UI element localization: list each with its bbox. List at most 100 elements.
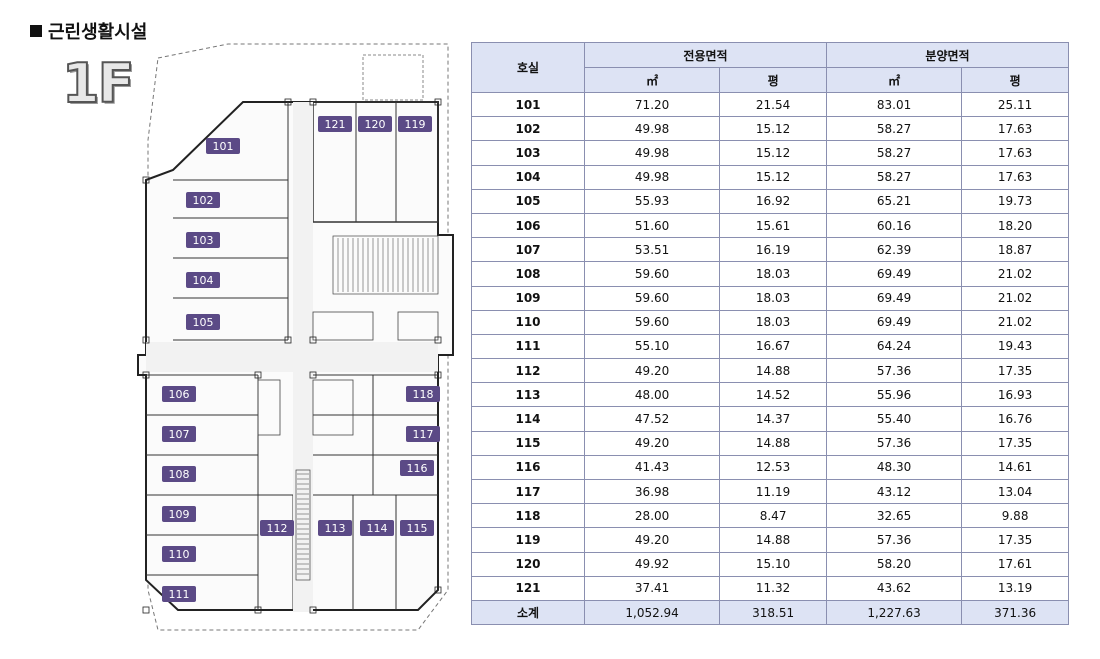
header-exclusive-pyeong: 평 [719, 67, 827, 93]
room-number: 106 [471, 212, 585, 239]
area-value: 14.88 [719, 358, 827, 384]
room-number: 104 [471, 164, 585, 190]
area-value: 14.37 [719, 406, 827, 432]
area-value: 18.03 [719, 309, 827, 335]
header-sale-pyeong: 평 [961, 67, 1069, 93]
area-value: 12.53 [719, 454, 827, 481]
area-value: 17.35 [961, 527, 1069, 553]
area-value: 57.36 [825, 430, 963, 456]
area-value: 49.92 [583, 551, 721, 577]
unit-tag-117: 117 [406, 426, 440, 442]
area-value: 17.61 [961, 551, 1069, 577]
room-number: 116 [471, 454, 585, 481]
area-value: 69.49 [825, 309, 963, 335]
area-value: 16.76 [961, 406, 1069, 432]
area-value: 49.20 [583, 358, 721, 384]
unit-tag-118: 118 [406, 386, 440, 402]
unit-tag-105: 105 [186, 314, 220, 330]
square-bullet-icon [30, 25, 42, 37]
area-value: 16.93 [961, 382, 1069, 408]
unit-tag-103: 103 [186, 232, 220, 248]
area-value: 59.60 [583, 309, 721, 335]
unit-tag-113: 113 [318, 520, 352, 536]
area-value: 16.67 [719, 333, 827, 360]
area-value: 49.20 [583, 527, 721, 553]
area-value: 28.00 [583, 503, 721, 529]
unit-tag-label: 102 [193, 194, 214, 207]
room-number: 102 [471, 116, 585, 142]
total-label: 소계 [471, 599, 585, 626]
area-value: 51.60 [583, 212, 721, 239]
unit-tag-label: 101 [213, 140, 234, 153]
area-value: 19.43 [961, 333, 1069, 360]
area-value: 21.02 [961, 261, 1069, 287]
area-value: 41.43 [583, 454, 721, 481]
room-number: 118 [471, 503, 585, 529]
header-exclusive-m2: ㎡ [583, 67, 721, 93]
unit-tag-119: 119 [398, 116, 432, 132]
area-value: 48.00 [583, 382, 721, 408]
area-value: 55.10 [583, 333, 721, 360]
unit-tag-label: 118 [413, 388, 434, 401]
area-value: 58.20 [825, 551, 963, 577]
area-value: 17.35 [961, 430, 1069, 456]
area-value: 8.47 [719, 503, 827, 529]
unit-tag-116: 116 [400, 460, 434, 476]
room-number: 112 [471, 358, 585, 384]
unit-tag-111: 111 [162, 586, 196, 602]
area-value: 65.21 [825, 188, 963, 214]
unit-tag-label: 116 [407, 462, 428, 475]
area-value: 53.51 [583, 237, 721, 263]
area-value: 55.40 [825, 406, 963, 432]
area-value: 64.24 [825, 333, 963, 360]
stairs-top [332, 235, 439, 295]
area-value: 25.11 [961, 91, 1069, 118]
area-value: 16.92 [719, 188, 827, 214]
unit-tag-104: 104 [186, 272, 220, 288]
area-value: 49.20 [583, 430, 721, 456]
unit-tag-label: 111 [169, 588, 190, 601]
unit-tag-label: 114 [367, 522, 388, 535]
area-value: 9.88 [961, 503, 1069, 529]
area-value: 15.12 [719, 116, 827, 142]
area-value: 15.61 [719, 212, 827, 239]
area-value: 15.12 [719, 140, 827, 166]
room-number: 117 [471, 478, 585, 505]
unit-tag-label: 108 [169, 468, 190, 481]
room-number: 119 [471, 527, 585, 553]
area-value: 17.63 [961, 116, 1069, 142]
area-value: 59.60 [583, 285, 721, 311]
unit-tag-label: 120 [365, 118, 386, 131]
area-value: 36.98 [583, 478, 721, 505]
room-number: 120 [471, 551, 585, 577]
unit-tag-106: 106 [162, 386, 196, 402]
area-value: 43.12 [825, 478, 963, 505]
area-value: 14.61 [961, 454, 1069, 481]
area-value: 69.49 [825, 261, 963, 287]
unit-tag-107: 107 [162, 426, 196, 442]
header-exclusive-area: 전용면적 [584, 42, 827, 68]
room-number: 110 [471, 309, 585, 335]
area-value: 57.36 [825, 527, 963, 553]
area-value: 11.19 [719, 478, 827, 505]
room-number: 109 [471, 285, 585, 311]
room-number: 115 [471, 430, 585, 456]
unit-tag-101: 101 [206, 138, 240, 154]
room-number: 113 [471, 382, 585, 408]
room-number: 107 [471, 237, 585, 263]
area-value: 59.60 [583, 261, 721, 287]
